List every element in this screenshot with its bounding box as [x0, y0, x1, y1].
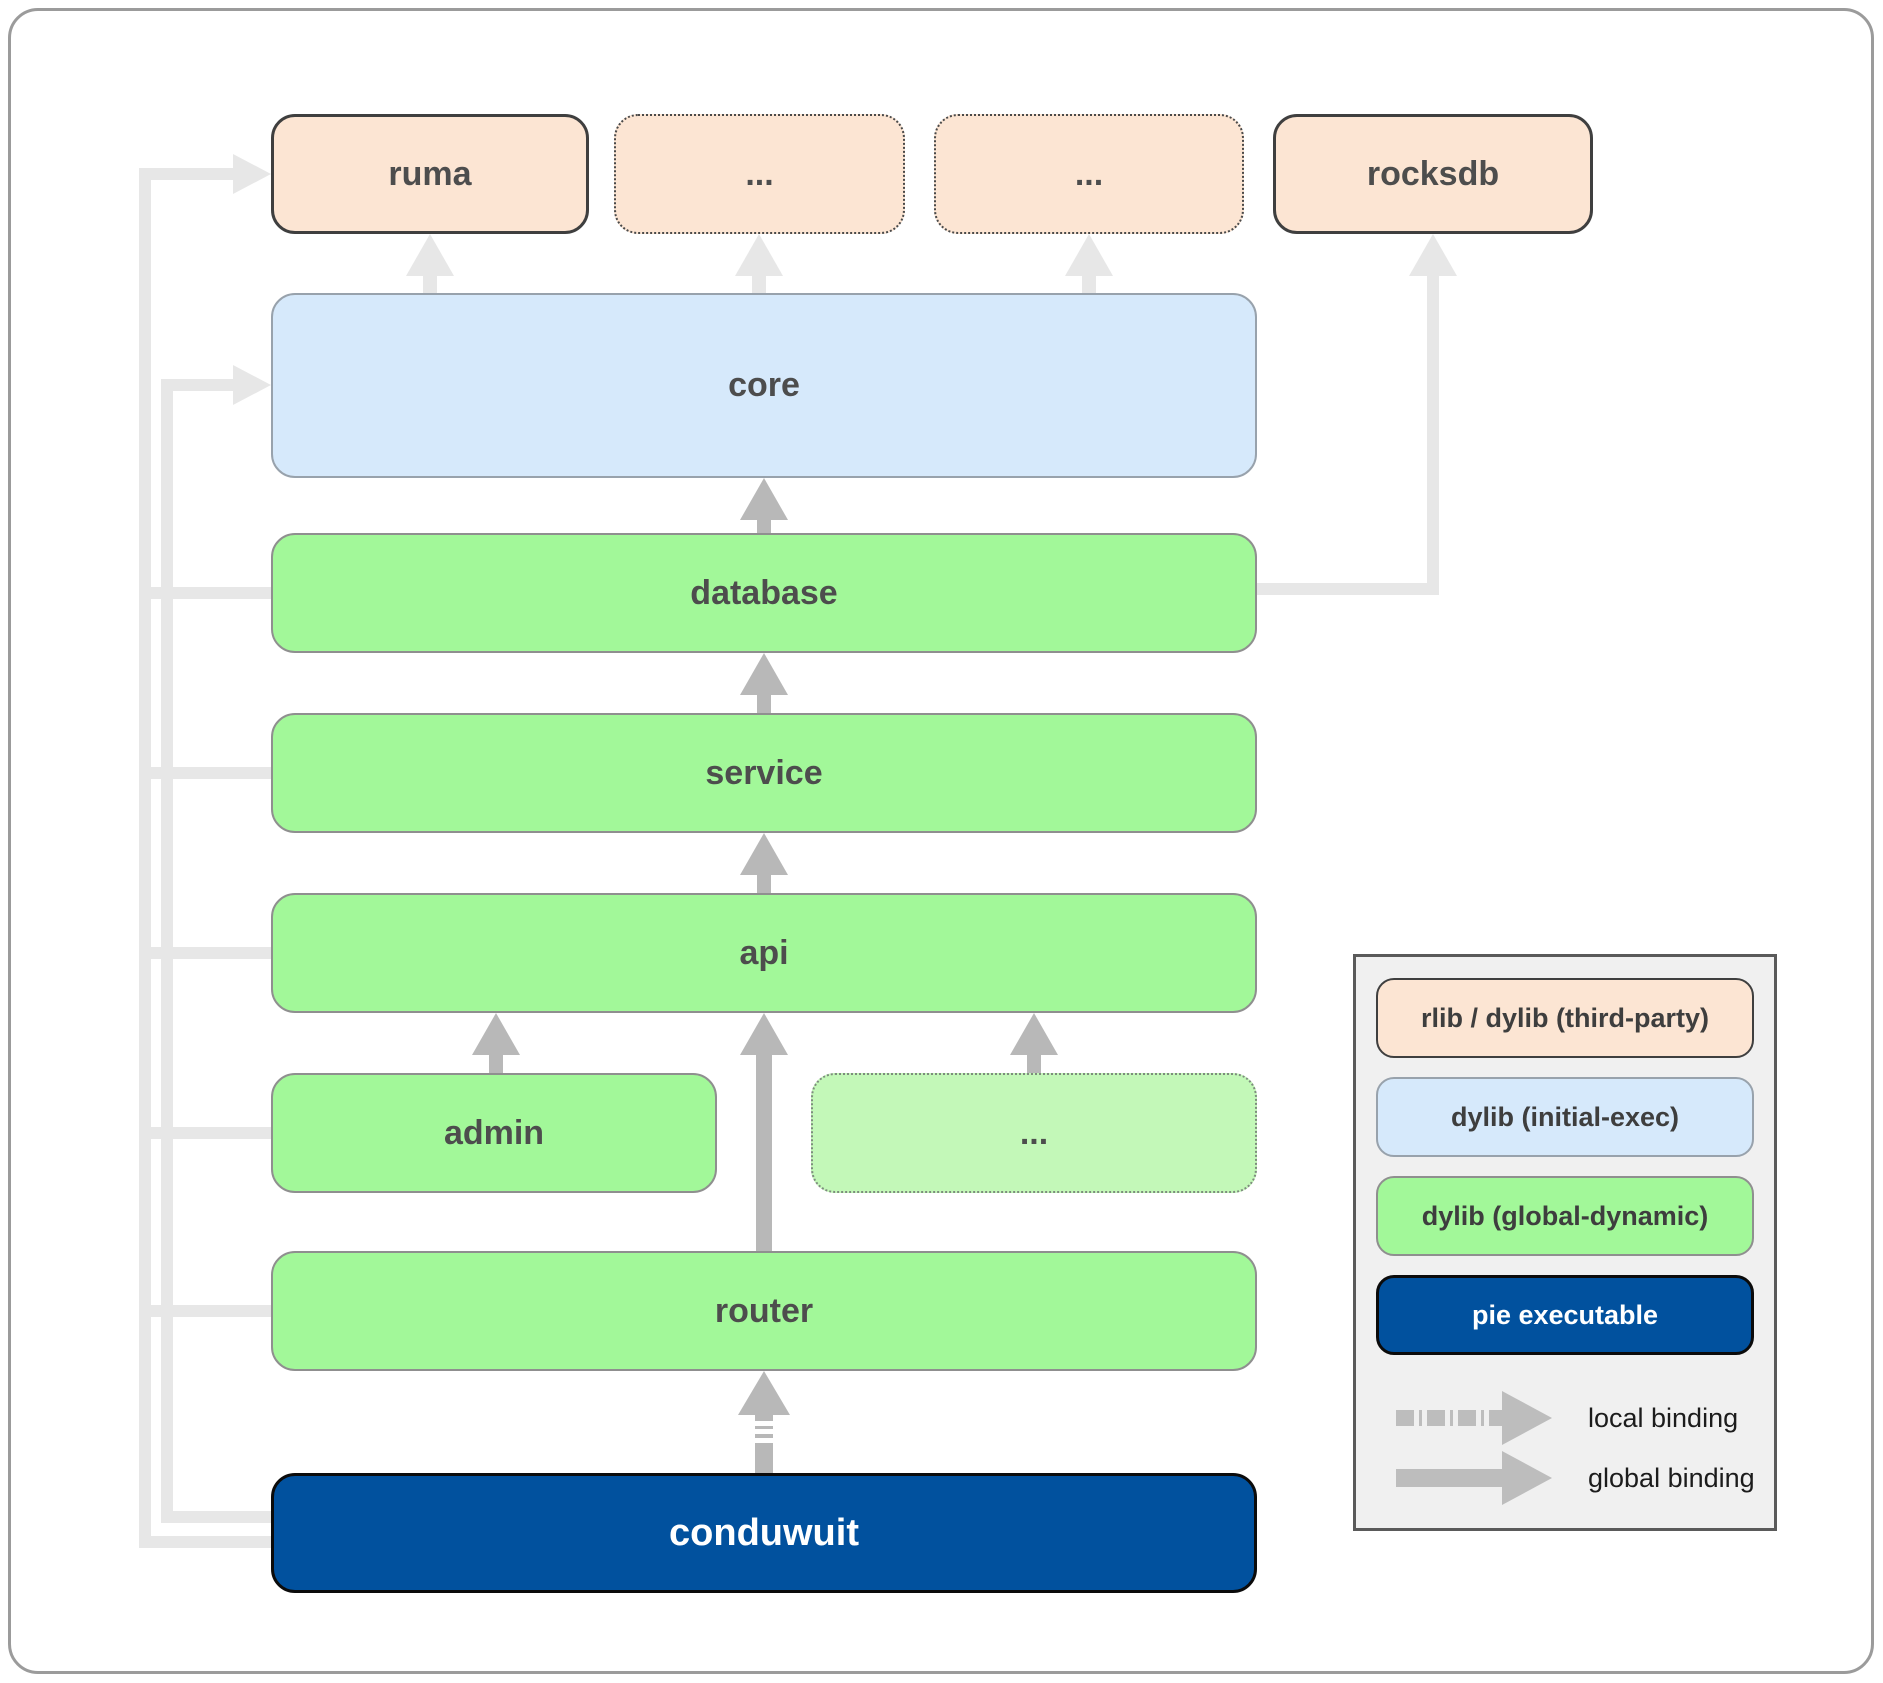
node-conduwuit: conduwuit [271, 1473, 1257, 1593]
node-label: conduwuit [669, 1511, 859, 1554]
node-label: core [728, 366, 800, 404]
edge-service-database-arrowhead [740, 653, 788, 695]
legend-item-third-party: rlib / dylib (third-party) [1376, 978, 1754, 1058]
node-label: admin [443, 1113, 545, 1152]
node-label: ... [1074, 154, 1104, 193]
edge-router-api-arrowhead [740, 1013, 788, 1055]
bus-line-outer [139, 168, 151, 1548]
edge-core-ruma-shaft [423, 274, 437, 293]
legend-panel: rlib / dylib (third-party) dylib (initia… [1353, 954, 1777, 1531]
edge-core-ruma-arrowhead [406, 234, 454, 276]
bus-stub-admin [139, 1127, 271, 1139]
node-database: database [271, 533, 1257, 653]
legend-item-label: rlib / dylib (third-party) [1421, 1002, 1709, 1033]
node-label: api [739, 933, 789, 972]
legend-item-label: dylib (initial-exec) [1450, 1101, 1680, 1132]
legend-local-binding-arrow [1396, 1410, 1502, 1426]
edge-admin-api-shaft [489, 1055, 503, 1073]
edge-api-service-shaft [757, 875, 771, 893]
node-api: api [271, 893, 1257, 1013]
legend-local-binding-label: local binding [1588, 1403, 1739, 1433]
node-label: router [714, 1291, 814, 1330]
node-top-ellipsis-2: ... [934, 114, 1244, 234]
edge-ellipsis-api-arrowhead [1010, 1013, 1058, 1055]
bus-stub-conduwuit-inner [161, 1511, 271, 1523]
bus-stub-database [139, 587, 271, 599]
edge-database-rocksdb-arrowhead [1409, 234, 1457, 276]
edge-database-core-shaft [757, 520, 771, 533]
node-api-ellipsis: ... [811, 1073, 1257, 1193]
node-label: ruma [388, 154, 472, 193]
node-core: core [271, 293, 1257, 478]
node-label: ... [1019, 1113, 1049, 1152]
legend-global-binding-arrow [1396, 1469, 1502, 1487]
edge-router-api-shaft [756, 1055, 772, 1251]
edge-conduwuit-router-shaft [755, 1415, 773, 1473]
bus-stub-service [139, 767, 271, 779]
node-admin: admin [271, 1073, 717, 1193]
bus-arrow-ruma-shaft [139, 168, 233, 180]
node-top-ellipsis-1: ... [614, 114, 905, 234]
edge-core-ellipsis2-arrowhead [1065, 234, 1113, 276]
edge-service-database-shaft [757, 695, 771, 713]
edge-admin-api-arrowhead [472, 1013, 520, 1055]
legend-global-binding-label: global binding [1588, 1463, 1755, 1493]
bus-stub-router [139, 1305, 271, 1317]
edge-core-ellipsis1-arrowhead [735, 234, 783, 276]
legend-global-binding-arrowhead [1502, 1451, 1552, 1505]
node-router: router [271, 1251, 1257, 1371]
bus-stub-conduwuit-outer [139, 1536, 271, 1548]
edge-core-ellipsis1-shaft [752, 274, 766, 293]
node-label: database [690, 573, 838, 612]
bus-stub-api [139, 947, 271, 959]
node-label: ... [745, 154, 774, 193]
node-label: rocksdb [1366, 154, 1500, 193]
node-rocksdb: rocksdb [1273, 114, 1593, 234]
bus-arrow-core-shaft [161, 379, 233, 391]
diagram-canvas: ruma ... ... rocksdb core database servi… [8, 8, 1874, 1674]
legend-local-binding-arrowhead [1502, 1391, 1552, 1445]
legend-item-pie-executable: pie executable [1376, 1275, 1754, 1355]
node-ruma: ruma [271, 114, 589, 234]
edge-database-rocksdb-horizontal [1257, 583, 1439, 595]
legend-item-initial-exec: dylib (initial-exec) [1376, 1077, 1754, 1157]
node-label: service [705, 753, 823, 792]
bus-arrow-ruma-head [233, 154, 271, 194]
legend-item-label: dylib (global-dynamic) [1421, 1200, 1709, 1231]
node-service: service [271, 713, 1257, 833]
bus-arrow-core-head [233, 365, 271, 405]
legend-item-global-dynamic: dylib (global-dynamic) [1376, 1176, 1754, 1256]
edge-core-ellipsis2-shaft [1082, 274, 1096, 293]
legend-item-label: pie executable [1471, 1299, 1659, 1330]
edge-api-service-arrowhead [740, 833, 788, 875]
edge-ellipsis-api-shaft [1027, 1055, 1041, 1073]
edge-conduwuit-router-arrowhead [738, 1371, 790, 1415]
edge-database-core-arrowhead [740, 478, 788, 520]
edge-database-rocksdb-riser [1427, 274, 1439, 589]
